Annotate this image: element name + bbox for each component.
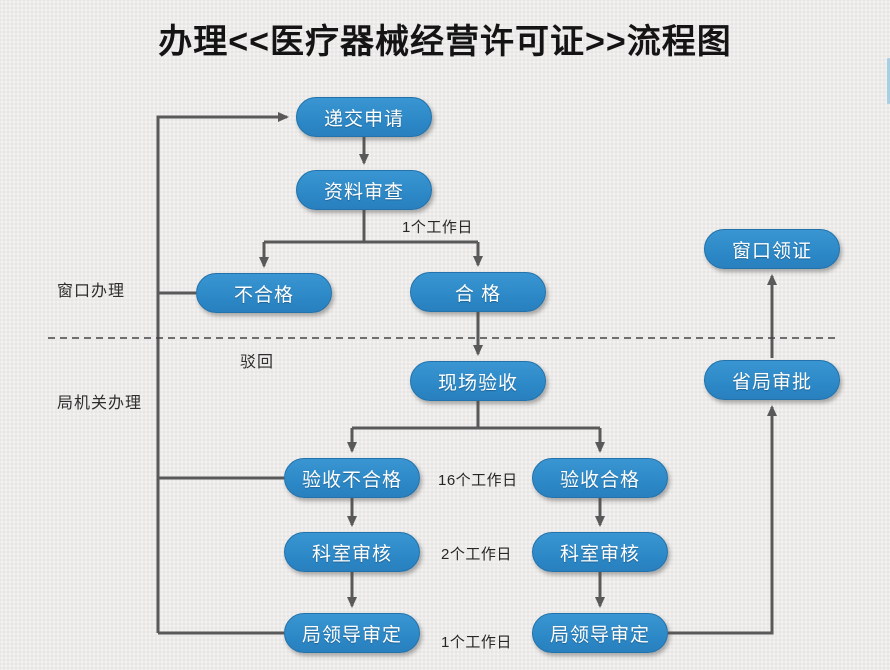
node-inspection-passed: 验收合格	[532, 458, 668, 498]
node-leader-approval-right: 局领导审定	[532, 613, 668, 653]
node-qualified: 合 格	[410, 272, 546, 312]
node-department-review-left: 科室审核	[284, 532, 420, 572]
label-duration-review: 1个工作日	[402, 219, 473, 236]
lane-label-window-processing: 窗口办理	[57, 283, 126, 300]
node-certificate-window: 窗口领证	[704, 229, 840, 269]
label-duration-inspection: 16个工作日	[438, 472, 518, 489]
node-provincial-approval: 省局审批	[704, 360, 840, 400]
label-duration-department: 2个工作日	[441, 546, 512, 563]
label-duration-leader: 1个工作日	[441, 634, 512, 651]
node-leader-approval-left: 局领导审定	[284, 613, 420, 653]
label-rejected: 驳回	[240, 354, 275, 371]
node-department-review-right: 科室审核	[532, 532, 668, 572]
node-submit-application: 递交申请	[296, 97, 432, 137]
node-document-review: 资料审查	[296, 170, 432, 210]
node-inspection-failed: 验收不合格	[284, 458, 420, 498]
right-edge-accent	[887, 58, 890, 104]
node-site-inspection: 现场验收	[410, 361, 546, 401]
connector-leader-right-to-province	[668, 405, 777, 635]
page-title: 办理<<医疗器械经营许可证>>流程图	[158, 23, 732, 61]
connector-loop-to-submit	[156, 112, 289, 633]
lane-label-bureau-processing: 局机关办理	[57, 395, 143, 412]
node-unqualified: 不合格	[196, 273, 332, 313]
